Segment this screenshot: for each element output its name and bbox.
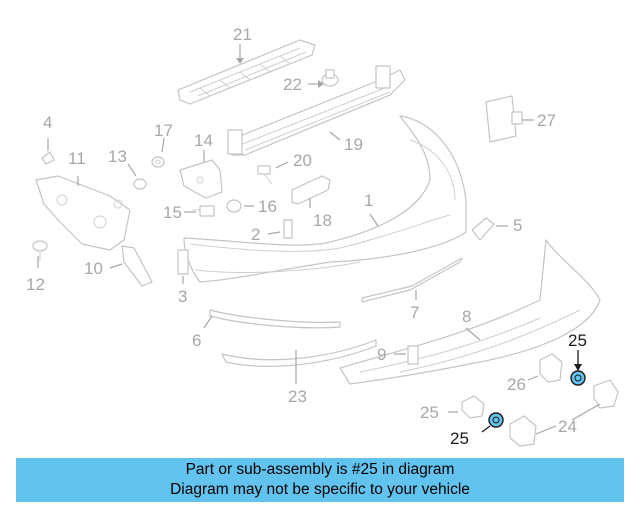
callout-17: 17 bbox=[154, 121, 173, 140]
parts-diagram: 21 22 27 4 17 14 19 11 13 20 1 15 16 18 … bbox=[26, 25, 619, 448]
part-1-bumper-cover-shape bbox=[183, 115, 467, 283]
part-14-bracket-shape bbox=[179, 159, 223, 199]
part-11-side-bracket-shape bbox=[35, 175, 131, 251]
part-27-sensor-bracket-shape bbox=[539, 353, 563, 383]
part-8-diffuser-shape bbox=[339, 239, 601, 385]
part-17-nut-shape bbox=[151, 156, 165, 168]
callout-4: 4 bbox=[43, 113, 52, 132]
info-banner: Part or sub-assembly is #25 in diagram D… bbox=[16, 458, 624, 502]
part-16-washer-shape bbox=[226, 199, 242, 213]
part-5-reflector-shape bbox=[471, 217, 495, 241]
part-28-module-shape bbox=[485, 95, 523, 143]
part-22-clip-shape bbox=[321, 69, 339, 87]
part-15-bolt-shape bbox=[192, 205, 215, 217]
callout-8: 8 bbox=[462, 307, 471, 326]
part-18-trim-shape bbox=[291, 175, 331, 205]
callout-25-right: 25 bbox=[568, 331, 587, 350]
part-6-molding-shape bbox=[209, 309, 341, 329]
callout-3: 3 bbox=[178, 287, 187, 306]
callout-9: 9 bbox=[377, 345, 386, 364]
callout-20: 20 bbox=[293, 151, 312, 170]
part-9-bolt-shape bbox=[407, 345, 419, 365]
callout-12: 12 bbox=[26, 275, 45, 294]
callout-16: 16 bbox=[258, 197, 277, 216]
part-26-bracket-shape bbox=[461, 395, 485, 419]
callout-15: 15 bbox=[163, 203, 182, 222]
callout-14: 14 bbox=[194, 131, 213, 150]
callout-27: 26 bbox=[507, 375, 526, 394]
callout-2: 2 bbox=[251, 225, 260, 244]
callout-26: 25 bbox=[420, 403, 439, 422]
callout-18: 18 bbox=[313, 211, 332, 230]
callout-22: 22 bbox=[283, 75, 302, 94]
banner-line-1: Part or sub-assembly is #25 in diagram bbox=[185, 461, 455, 478]
part-13-clip-shape bbox=[133, 178, 147, 190]
callout-21: 21 bbox=[233, 25, 252, 44]
banner-line-2: Diagram may not be specific to your vehi… bbox=[170, 481, 470, 498]
callout-10: 10 bbox=[84, 259, 103, 278]
callout-13: 13 bbox=[108, 147, 127, 166]
callout-28: 27 bbox=[537, 111, 556, 130]
part-23-lower-trim-shape bbox=[221, 339, 377, 367]
callout-7: 7 bbox=[410, 303, 419, 322]
part-2-screw-shape bbox=[283, 219, 293, 239]
part-21-upper-grille-shape bbox=[177, 39, 316, 105]
part-7-strip-shape bbox=[361, 257, 463, 303]
part-19-impact-beam-shape bbox=[227, 65, 406, 156]
callout-25-left: 25 bbox=[450, 429, 469, 448]
callout-5: 5 bbox=[513, 216, 522, 235]
part-3-stud-shape bbox=[177, 249, 189, 275]
part-25-retainer-left-shape bbox=[488, 412, 504, 428]
callout-1: 1 bbox=[364, 191, 373, 210]
part-20-bolt-shape bbox=[257, 165, 273, 185]
callout-24: 24 bbox=[558, 417, 577, 436]
part-10-pad-shape bbox=[121, 245, 153, 287]
callout-6: 6 bbox=[192, 331, 201, 350]
part-24-sensor-shape bbox=[509, 379, 619, 447]
part-25-retainer-right-shape bbox=[570, 370, 586, 386]
callout-19: 19 bbox=[344, 135, 363, 154]
callout-11: 11 bbox=[68, 149, 86, 168]
callout-23: 23 bbox=[288, 387, 307, 406]
part-12-push-clip-shape bbox=[32, 240, 48, 262]
